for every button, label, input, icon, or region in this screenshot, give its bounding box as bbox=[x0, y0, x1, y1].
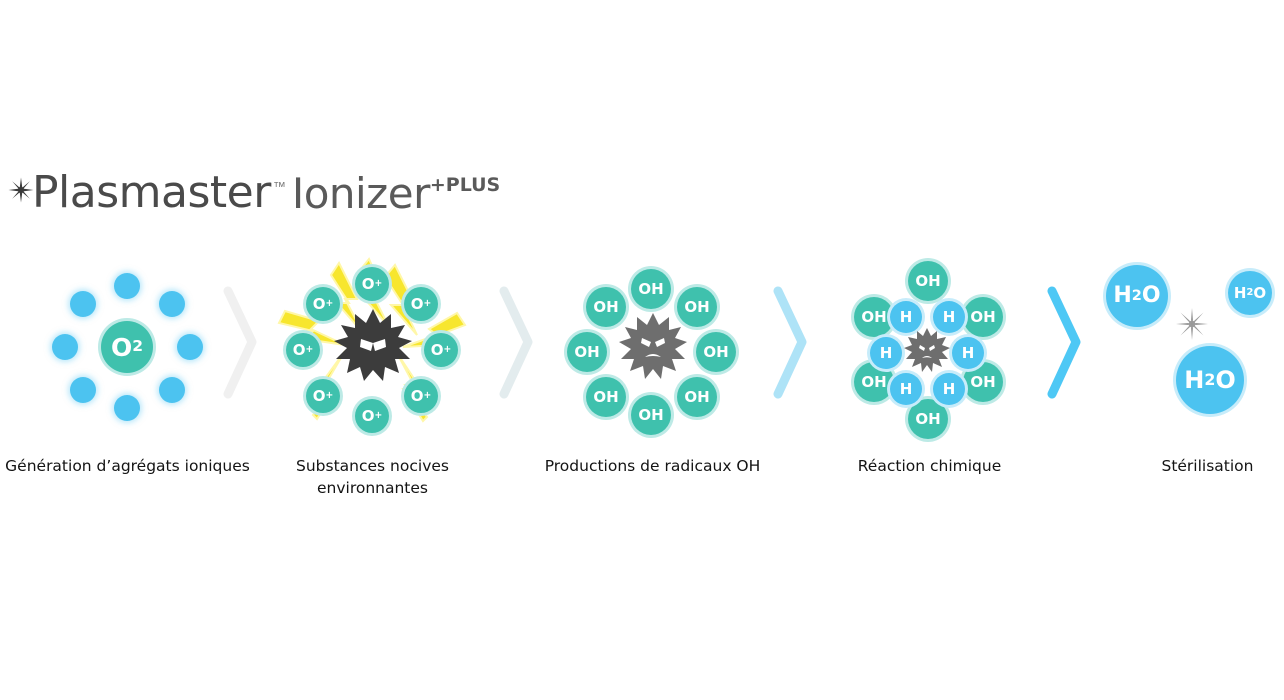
ion-dot bbox=[52, 334, 78, 360]
h2o-subscript: 2 bbox=[1131, 287, 1142, 304]
step-chemical-reaction: OH OH OH OH OH OH H H H H H H bbox=[802, 255, 1057, 505]
ion-dot bbox=[70, 291, 96, 317]
h2o-label: H bbox=[1113, 283, 1132, 308]
o-plus-label: O bbox=[312, 294, 326, 313]
oh-bubble: OH bbox=[631, 395, 671, 435]
step-4-illustration: OH OH OH OH OH OH H H H H H H bbox=[802, 255, 1057, 439]
ion-dot bbox=[159, 377, 185, 403]
oh-bubble: OH bbox=[696, 332, 736, 372]
sad-germ-icon bbox=[617, 311, 689, 386]
logo-word-ionizer: Ionizer bbox=[291, 169, 431, 218]
oh-bubble: OH bbox=[677, 287, 717, 327]
h2o-tail: O bbox=[1141, 283, 1161, 308]
h2o-subscript: 2 bbox=[1246, 287, 1254, 299]
o-plus-bubble: O+ bbox=[306, 287, 340, 321]
starburst-icon bbox=[8, 177, 34, 203]
o-plus-superscript: + bbox=[374, 410, 383, 422]
o-plus-label: O bbox=[361, 274, 375, 293]
o-plus-label: O bbox=[430, 340, 444, 359]
o-plus-label: O bbox=[292, 340, 306, 359]
o-plus-bubble: O+ bbox=[404, 287, 438, 321]
o-plus-bubble: O+ bbox=[306, 379, 340, 413]
step-2-illustration: O+ O+ O+ O+ O+ O+ O+ O+ bbox=[245, 255, 500, 433]
h-bubble: H bbox=[870, 337, 902, 369]
step-3-illustration: OH OH OH OH OH OH OH OH bbox=[525, 255, 780, 435]
h2o-subscript: 2 bbox=[1204, 370, 1216, 390]
oh-bubble: OH bbox=[908, 399, 948, 439]
h2o-tail: O bbox=[1215, 366, 1236, 394]
h2o-label: H bbox=[1233, 283, 1247, 302]
small-germ-icon bbox=[903, 327, 951, 378]
ion-dot bbox=[114, 395, 140, 421]
o2-label: O bbox=[110, 332, 133, 362]
o-plus-superscript: + bbox=[374, 278, 383, 290]
plasmaster-logo: Plasmaster ™ Ionizer +PLUS bbox=[8, 155, 500, 215]
ion-dot bbox=[114, 273, 140, 299]
angry-germ-icon bbox=[333, 307, 413, 388]
step-5-caption: Stérilisation bbox=[1161, 457, 1254, 475]
step-1-caption: Génération d’agrégats ioniques bbox=[5, 457, 250, 475]
o-plus-label: O bbox=[361, 406, 375, 425]
o-plus-label: O bbox=[410, 386, 424, 405]
o-plus-bubble: O+ bbox=[286, 333, 320, 367]
h-bubble: H bbox=[952, 337, 984, 369]
step-4-caption: Réaction chimique bbox=[857, 457, 1002, 475]
o-plus-bubble: O+ bbox=[424, 333, 458, 367]
spark-icon bbox=[1175, 307, 1209, 346]
oh-bubble: OH bbox=[586, 377, 626, 417]
step-2-caption-line1: Substances nocives bbox=[296, 457, 449, 475]
h2o-tail: O bbox=[1253, 283, 1267, 302]
o-plus-bubble: O+ bbox=[355, 399, 389, 433]
logo-word-plasmaster: Plasmaster bbox=[32, 167, 271, 218]
logo-superscript-plus: +PLUS bbox=[429, 174, 501, 196]
h2o-label: H bbox=[1184, 366, 1205, 394]
o-plus-superscript: + bbox=[305, 344, 314, 356]
oh-bubble: OH bbox=[854, 297, 894, 337]
ion-dot bbox=[70, 377, 96, 403]
logo-trademark: ™ bbox=[272, 179, 286, 194]
o-plus-superscript: + bbox=[423, 298, 432, 310]
ion-dot bbox=[159, 291, 185, 317]
o-plus-bubble: O+ bbox=[404, 379, 438, 413]
oh-bubble: OH bbox=[631, 269, 671, 309]
o-plus-superscript: + bbox=[325, 298, 334, 310]
ion-dot bbox=[177, 334, 203, 360]
h-bubble: H bbox=[890, 373, 922, 405]
o-plus-label: O bbox=[312, 386, 326, 405]
oh-bubble: OH bbox=[677, 377, 717, 417]
h-bubble: H bbox=[890, 301, 922, 333]
oh-bubble: OH bbox=[908, 261, 948, 301]
step-harmful-substances: O+ O+ O+ O+ O+ O+ O+ O+ Substances bbox=[245, 255, 500, 505]
step-2-caption: Substances nocives environnantes bbox=[245, 455, 500, 499]
step-2-caption-line2: environnantes bbox=[316, 479, 428, 497]
chevron-4 bbox=[1042, 285, 1092, 400]
o-plus-bubble: O+ bbox=[355, 267, 389, 301]
step-3-caption: Productions de radicaux OH bbox=[544, 457, 761, 475]
o2-superscript: 2 bbox=[132, 337, 144, 356]
h-bubble: H bbox=[933, 301, 965, 333]
step-oh-radicals: OH OH OH OH OH OH OH OH Productions de bbox=[525, 255, 780, 505]
chevron-3 bbox=[768, 285, 818, 400]
o-plus-superscript: + bbox=[325, 390, 334, 402]
o-plus-superscript: + bbox=[443, 344, 452, 356]
o-plus-superscript: + bbox=[423, 390, 432, 402]
oh-bubble: OH bbox=[567, 332, 607, 372]
oh-bubble: OH bbox=[586, 287, 626, 327]
o-plus-label: O bbox=[410, 294, 424, 313]
chevron-2 bbox=[494, 285, 544, 400]
chevron-1 bbox=[218, 285, 268, 400]
h-bubble: H bbox=[933, 373, 965, 405]
oh-bubble: OH bbox=[963, 297, 1003, 337]
